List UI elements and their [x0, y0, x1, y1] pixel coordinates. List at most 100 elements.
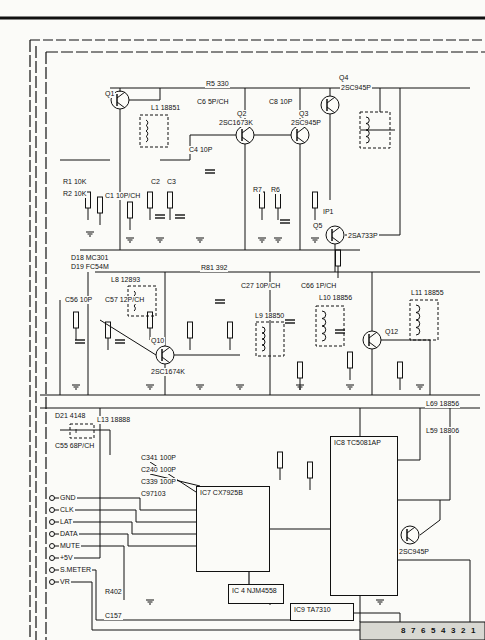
- signal-name: CLK: [59, 506, 75, 514]
- part-label: Q2: [236, 110, 247, 118]
- bus-wire: [270, 528, 330, 529]
- wire: [262, 208, 263, 220]
- resistor-symbol: [98, 197, 103, 213]
- wire: [120, 109, 121, 250]
- part-label: Q12: [384, 328, 399, 336]
- wire: [60, 160, 110, 161]
- resistor-symbol: [148, 312, 153, 328]
- signal-name: +5V: [59, 554, 74, 562]
- part-label: Q10: [150, 337, 165, 345]
- wire: [230, 338, 231, 350]
- part-label: C341 100P: [140, 454, 177, 462]
- connector-strip: [360, 622, 485, 640]
- coil-can: [70, 424, 94, 438]
- part-label: R5 330: [205, 80, 230, 88]
- part-label: C4 10P: [188, 146, 213, 154]
- capacitor-symbol: [75, 340, 85, 343]
- capacitor-symbol: [215, 300, 225, 303]
- part-label: D18 MC301: [70, 254, 109, 262]
- part-label: C339 100P: [140, 478, 177, 486]
- part-label: R1 10K: [62, 178, 87, 186]
- part-label: L8 12893: [110, 276, 141, 284]
- wire: [400, 378, 401, 390]
- frame-line: [46, 52, 485, 53]
- wire: [190, 338, 191, 350]
- ic-box: IC 4 NJM4558: [228, 584, 284, 604]
- part-label: L69 18856: [425, 400, 460, 408]
- pin-number: 5: [430, 627, 436, 635]
- bus-wire: [248, 572, 249, 584]
- wire: [330, 114, 331, 200]
- part-label: Q1: [104, 90, 115, 98]
- part-label: C157: [104, 612, 123, 620]
- sheet-border: [0, 17, 485, 20]
- ground-symbol: [274, 238, 282, 242]
- resistor-symbol: [298, 362, 303, 378]
- wire: [345, 88, 400, 235]
- frame-line: [45, 52, 46, 640]
- coil-can: [410, 300, 438, 340]
- resistor-symbol: [308, 462, 313, 478]
- part-label: L1 18851: [150, 104, 181, 112]
- connector-pin: [50, 496, 55, 501]
- ic-label: IC7 CX7925B: [197, 487, 269, 499]
- wire: [280, 468, 281, 480]
- capacitor-symbol: [280, 220, 290, 223]
- part-label: IP1: [322, 208, 335, 216]
- part-label: C57 12P/CH: [104, 296, 145, 304]
- resistor-symbol: [74, 312, 79, 328]
- ground-symbol: [156, 238, 164, 242]
- wire: [52, 582, 360, 630]
- wire: [278, 208, 279, 220]
- resistor-symbol: [278, 452, 283, 468]
- resistor-symbol: [348, 352, 353, 368]
- wire: [76, 328, 77, 340]
- wire: [129, 88, 160, 100]
- wire: [310, 478, 311, 490]
- wire: [60, 300, 61, 395]
- part-label: C66 1P/CH: [300, 282, 337, 290]
- wire: [80, 250, 360, 251]
- connector-pin: [50, 532, 55, 537]
- resistor-symbol: [228, 322, 233, 338]
- wire: [338, 266, 339, 278]
- ground-symbol: [86, 232, 94, 236]
- resistor-symbol: [128, 202, 133, 218]
- wire: [40, 395, 480, 396]
- wire: [174, 355, 240, 356]
- capacitor-symbol: [205, 170, 215, 173]
- wire: [350, 613, 400, 622]
- coil-can: [316, 306, 344, 346]
- ic-box: IC9 TA7310: [290, 603, 354, 621]
- ground-symbol: [311, 238, 319, 242]
- pin-number: 1: [470, 627, 476, 635]
- part-label: R81 392: [200, 264, 228, 272]
- connector-pin: [50, 520, 55, 525]
- ic-box: IC8 TC5081AP: [330, 436, 398, 596]
- part-label: C6 5P/CH: [196, 98, 230, 106]
- coil-can: [360, 112, 390, 148]
- part-label: Q4: [338, 74, 349, 82]
- wire: [88, 208, 89, 220]
- ground-symbol: [258, 238, 266, 242]
- wire: [420, 500, 440, 535]
- transistor-symbol: [236, 126, 254, 144]
- capacitor-symbol: [155, 215, 165, 218]
- ground-symbol: [346, 385, 354, 389]
- transistor-symbol: [156, 346, 174, 364]
- pin-number: 3: [450, 627, 456, 635]
- part-label: D19 FC54M: [70, 263, 110, 271]
- wire: [165, 272, 166, 346]
- resistor-symbol: [398, 362, 403, 378]
- part-label: R6: [270, 186, 281, 194]
- ground-symbol: [296, 385, 304, 389]
- part-label: C55 68P/CH: [54, 442, 95, 450]
- part-label: C240 100P: [140, 466, 177, 474]
- part-label: 2SA733P: [347, 232, 379, 240]
- signal-name: MUTE: [59, 542, 81, 550]
- wire: [381, 340, 430, 395]
- wire: [372, 349, 373, 395]
- resistor-symbol: [313, 192, 318, 208]
- connector-pin: [50, 556, 55, 561]
- coil-can: [256, 322, 284, 356]
